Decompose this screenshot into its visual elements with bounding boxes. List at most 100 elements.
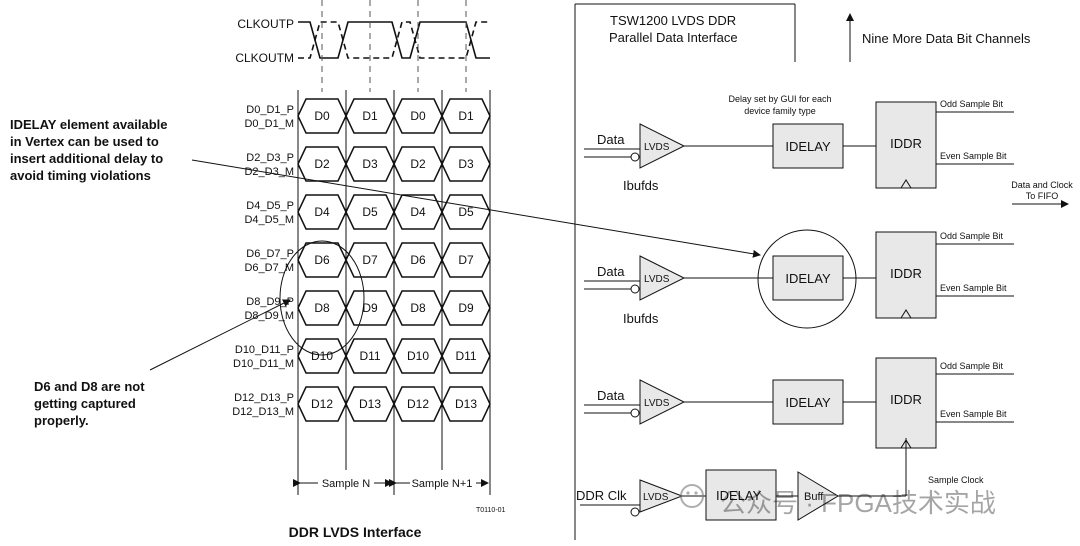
idelay-block: [772, 255, 844, 301]
data-eye: [441, 98, 491, 134]
data-input-label: Data: [597, 388, 625, 403]
to-fifo-line-2: To FIFO: [1026, 191, 1059, 201]
pair-p-label: D4_D5_P: [246, 200, 294, 212]
data-eye-label: D5: [458, 205, 474, 219]
clk-bufg: [797, 471, 839, 521]
delay-note-line-2: device family type: [744, 106, 816, 116]
pair-m-label: D6_D7_M: [244, 262, 294, 274]
lvds-buffer: [639, 123, 686, 169]
clock-input-triangle: [900, 309, 912, 319]
data-eye: [441, 338, 491, 374]
pair-m-label: D8_D9_M: [244, 310, 294, 322]
data-eye-label: D12: [311, 397, 333, 411]
pair-m-label: D10_D11_M: [233, 358, 294, 370]
idelay-note-line-2: in Vertex can be used to: [10, 134, 159, 149]
interface-block-diagram: TSW1200 LVDS DDR Parallel Data Interface…: [574, 3, 1073, 540]
clk-idelay-label: IDELAY: [716, 488, 762, 503]
to-fifo-line-1: Data and Clock: [1011, 180, 1073, 190]
idelay-label: IDELAY: [785, 139, 831, 154]
data-eye-label: D10: [311, 349, 333, 363]
data-eye: [441, 386, 491, 422]
idelay-label: IDELAY: [785, 395, 831, 410]
data-eye-label: D9: [362, 301, 378, 315]
odd-sample-bit-label: Odd Sample Bit: [940, 361, 1004, 371]
lvds-buffer: [639, 255, 686, 301]
capture-annotation: D6 and D8 are not getting captured prope…: [34, 299, 291, 428]
data-eye-label: D8: [314, 301, 330, 315]
data-eye-label: D8: [410, 301, 426, 315]
inverting-bubble: [630, 408, 640, 418]
iddr-block: [875, 101, 937, 189]
data-eye-label: D11: [359, 349, 380, 363]
odd-sample-bit-label: Odd Sample Bit: [940, 99, 1004, 109]
data-eye-label: D10: [407, 349, 429, 363]
ddr-clk-buffer: [639, 479, 684, 513]
left-caption: DDR LVDS Interface: [289, 524, 422, 540]
iddr-label: IDDR: [890, 136, 922, 151]
ibufds-label: Ibufds: [623, 178, 659, 193]
capture-note-line-1: D6 and D8 are not: [34, 379, 145, 394]
idelay-label: IDELAY: [785, 271, 831, 286]
data-input-label: Data: [597, 132, 625, 147]
data-eye-label: D13: [359, 397, 381, 411]
pair-p-label: D2_D3_P: [246, 152, 294, 164]
data-eye-label: D3: [362, 157, 378, 171]
capture-note-line-2: getting captured: [34, 396, 136, 411]
ddr-clk-lvds-label: LVDS: [643, 492, 669, 503]
data-eye-label: D12: [407, 397, 429, 411]
clk-bufg-label: Buff: [804, 491, 824, 503]
ibufds-label: Ibufds: [623, 311, 659, 326]
data-eye: [441, 290, 491, 326]
lvds-label: LVDS: [644, 398, 670, 409]
data-eye-label: D0: [410, 109, 426, 123]
data-eye: [441, 242, 491, 278]
sampling-lines: [321, 0, 467, 92]
data-eye-label: D11: [455, 349, 476, 363]
lvds-buffer: [639, 379, 686, 425]
data-eye: [441, 146, 491, 182]
pair-m-label: D4_D5_M: [244, 214, 294, 226]
figure-id: T0110-01: [476, 507, 506, 514]
capture-pointer-line: [149, 299, 291, 371]
data-eye-label: D7: [458, 253, 474, 267]
data-eye-label: D4: [410, 205, 426, 219]
data-eye-label: D6: [410, 253, 426, 267]
data-eye-label: D3: [458, 157, 474, 171]
sample-clock-label: Sample Clock: [928, 475, 984, 485]
clkoutp-waveform: [298, 21, 490, 59]
right-title-line-1: TSW1200 LVDS DDR: [610, 13, 736, 28]
clkoutp-label: CLKOUTP: [237, 17, 294, 31]
even-sample-bit-label: Even Sample Bit: [940, 283, 1007, 293]
idelay-note-line-1: IDELAY element available: [10, 117, 168, 132]
data-eye-label: D9: [458, 301, 474, 315]
even-sample-bit-label: Even Sample Bit: [940, 151, 1007, 161]
iddr-label: IDDR: [890, 392, 922, 407]
pair-p-label: D10_D11_P: [235, 344, 294, 356]
watermark: 公众号 · FPGA技术实战: [680, 484, 996, 518]
pair-m-label: D12_D13_M: [232, 406, 294, 418]
clk-idelay-block: [705, 469, 777, 521]
clkoutm-waveform: [298, 21, 490, 59]
clkoutm-label: CLKOUTM: [235, 51, 294, 65]
idelay-note-line-4: avoid timing violations: [10, 168, 151, 183]
data-eye-label: D0: [314, 109, 330, 123]
data-eye-label: D2: [314, 157, 330, 171]
pair-p-label: D12_D13_P: [234, 392, 294, 404]
pair-p-label: D6_D7_P: [246, 248, 294, 260]
data-eye-label: D2: [410, 157, 426, 171]
idelay-pointer-line: [191, 159, 761, 258]
clock-input-triangle: [900, 179, 912, 189]
data-row: D10_D11_P D10_D11_M D10 D11 D10 D11: [233, 338, 491, 374]
data-eye-label: D7: [362, 253, 378, 267]
sample-n-label: Sample N: [322, 478, 370, 490]
